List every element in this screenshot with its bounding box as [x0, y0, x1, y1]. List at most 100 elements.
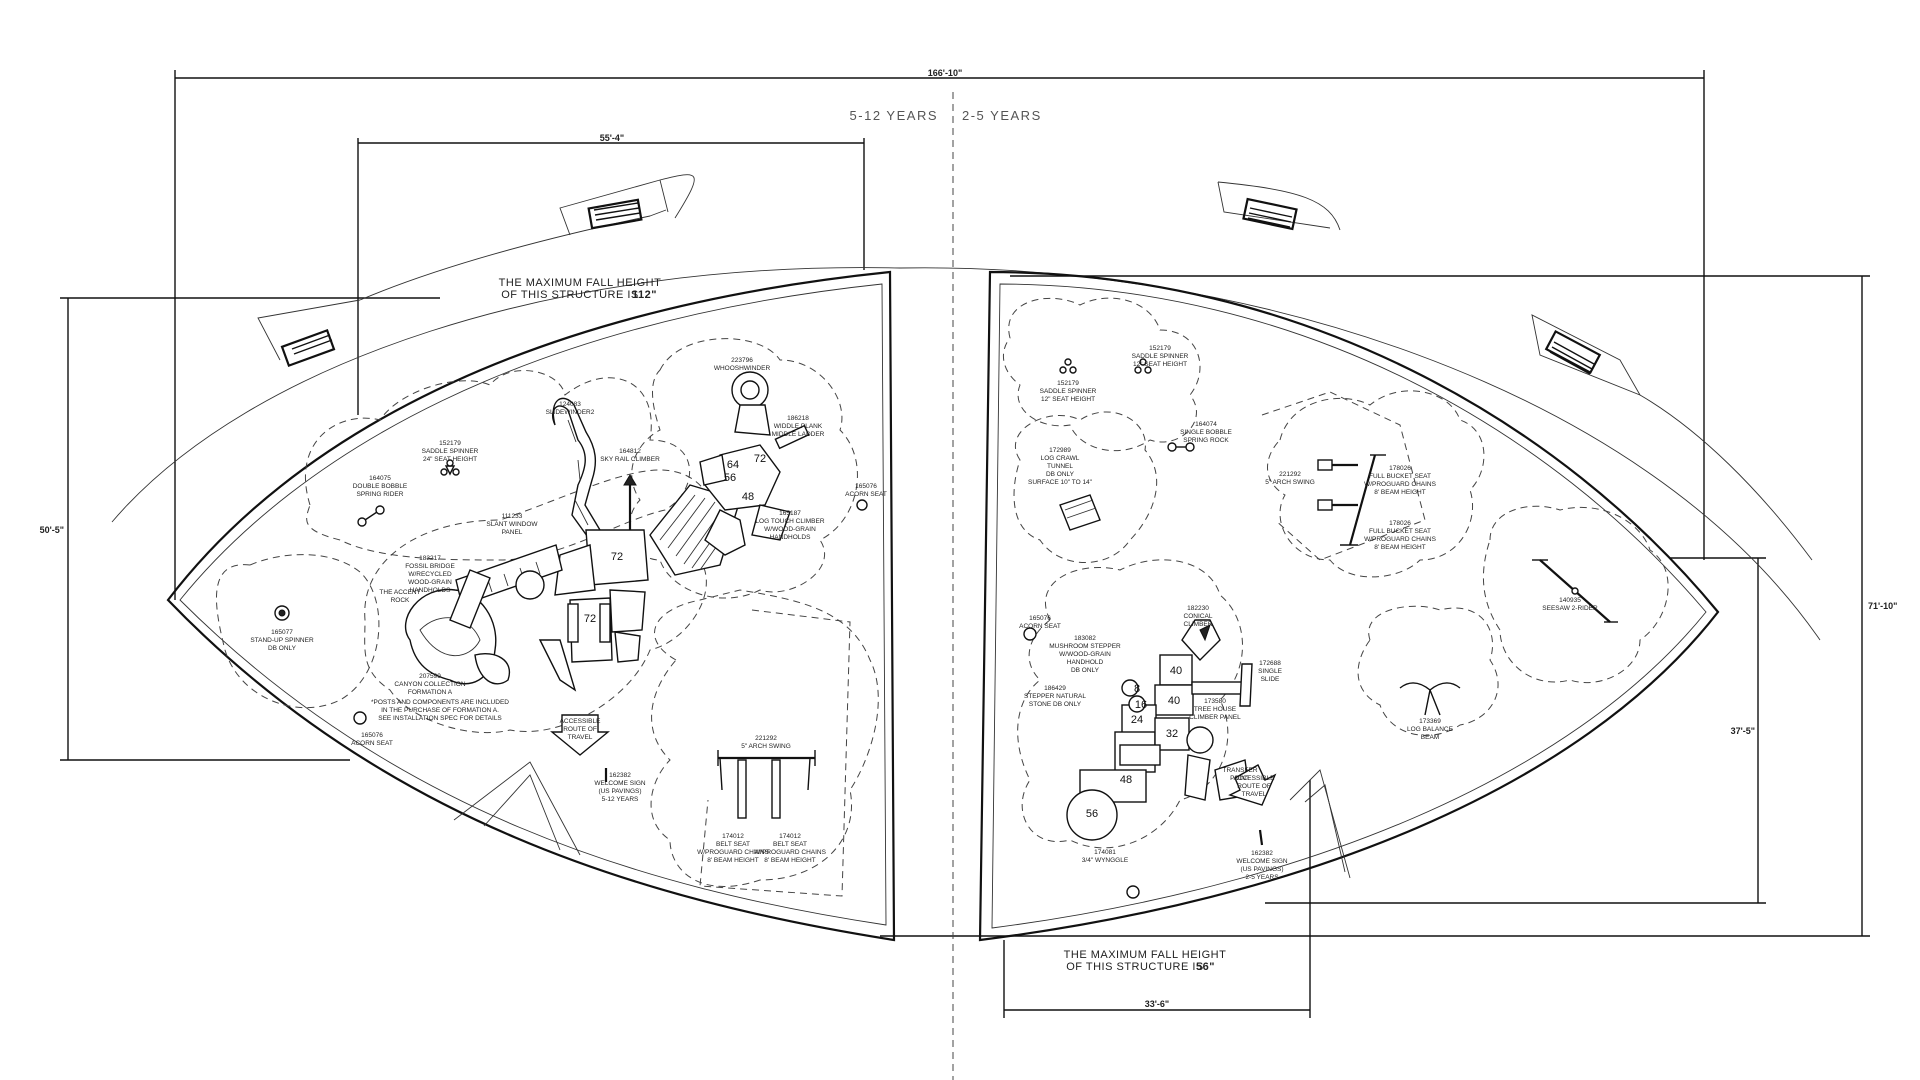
label-saddle-r-name: SADDLE SPINNER [1040, 388, 1097, 395]
saddle-spinner-right-icon [1059, 358, 1152, 374]
arch-swing-right-icon [1317, 454, 1386, 546]
label-full-bucket2-id: 178026 [1389, 520, 1411, 527]
zone-label-right: 2-5 YEARS [962, 108, 1042, 123]
label-middle-ladder-id: 186218 [787, 415, 809, 422]
walkway [111, 174, 1821, 641]
overall-width-label: 166'-10" [928, 68, 962, 78]
label-log-crawl-note3: SURFACE 10" TO 14" [1028, 479, 1093, 486]
label-arch-swing-left-id: 221292 [755, 735, 777, 742]
label-acorn-seat-id: 165076 [361, 732, 383, 739]
right-use-zones [1002, 297, 1669, 849]
label-full-bucket2-note: W/PROGUARD CHAINS [1364, 536, 1437, 543]
label-welcome-right-name: WELCOME SIGN [1236, 858, 1288, 865]
label-stepper-note: STONE DB ONLY [1029, 701, 1082, 708]
label-log-balance-note: BEAM [1421, 734, 1439, 741]
label-double-bobble-id: 164075 [369, 475, 391, 482]
label-single-slide-name: SINGLE [1258, 668, 1283, 675]
log-crawl-tunnel-icon [1059, 494, 1101, 531]
deck-height-32: 32 [1166, 728, 1178, 740]
label-fossil-bridge-id: 183217 [419, 555, 441, 562]
label-saddle-r2-name: SADDLE SPINNER [1132, 353, 1189, 360]
right-inner-height-dimension: 37'-5" [1265, 557, 1766, 904]
bench-icons [280, 197, 1602, 375]
zone-label-left: 5-12 YEARS [850, 108, 938, 123]
deck-height-24: 24 [1131, 714, 1143, 726]
label-saddle-r-id: 152179 [1057, 380, 1079, 387]
label-transfer-2: POINT [1230, 775, 1250, 782]
label-seesaw-name: SEESAW 2-RIDER [1542, 605, 1598, 612]
label-fossil-bridge-note3: HANDHOLDS [410, 587, 451, 594]
label-saddle-spinner-note: 24" SEAT HEIGHT [423, 456, 477, 463]
label-welcome-right-note: (US PAVINGS) [1240, 866, 1283, 873]
left-fall-line2: OF THIS STRUCTURE IS [501, 289, 639, 301]
deck-height-48: 48 [742, 491, 754, 503]
label-slidewinder-name: SLIDEWINDER2 [546, 409, 595, 416]
left-fall-line1: THE MAXIMUM FALL HEIGHT [499, 277, 662, 289]
label-accent-rock-1: THE ACCENT [379, 589, 420, 596]
label-belt-seat-id: 174012 [722, 833, 744, 840]
label-fossil-bridge-note2: WOOD-GRAIN [408, 579, 452, 586]
label-conical-note: CLIMBER [1184, 621, 1213, 628]
label-conical-id: 182230 [1187, 605, 1209, 612]
label-single-bobble-id: 164074 [1195, 421, 1217, 428]
label-canyon-note-2: IN THE PURCHASE OF FORMATION A. [381, 707, 499, 714]
label-welcome-left-note: (US PAVINGS) [598, 788, 641, 795]
label-single-bobble-note: SPRING ROCK [1183, 437, 1229, 444]
single-bobble-icon [1167, 442, 1195, 452]
label-middle-ladder-name: WIDDLE PLANK [774, 423, 823, 430]
label-slant-window-note: PANEL [502, 529, 523, 536]
label-middle-ladder-note: MIDDLE LADDER [772, 431, 825, 438]
right-play-area [978, 270, 1720, 942]
label-log-crawl-id: 172989 [1049, 447, 1071, 454]
left-structure-width-dimension: 55'-4" [357, 133, 865, 415]
right-fall-value: 56" [1196, 961, 1215, 973]
label-fossil-bridge-note1: W/RECYCLED [408, 571, 452, 578]
label-log-touch-note1: W/WOOD-GRAIN [764, 526, 816, 533]
label-belt-seat2-name: BELT SEAT [773, 841, 807, 848]
overall-width-dimension: 166'-10" [174, 68, 1705, 600]
whooshwinder-icon [731, 371, 771, 436]
label-single-slide-id: 172688 [1259, 660, 1281, 667]
label-canyon-note-3: SEE INSTALLATION SPEC FOR DETAILS [378, 715, 502, 722]
label-saddle-r-note: 12" SEAT HEIGHT [1041, 396, 1095, 403]
right-height-dimension: 71'-10" [880, 275, 1897, 937]
acorn-seat-icon [353, 499, 868, 725]
label-stepper-id: 186429 [1044, 685, 1066, 692]
label-log-crawl-note: TUNNEL [1047, 463, 1073, 470]
label-stand-up-spinner-id: 165077 [271, 629, 293, 636]
label-tree-house-name: TREE HOUSE [1194, 706, 1237, 713]
label-canyon-name: CANYON COLLECTION [394, 681, 465, 688]
label-belt-seat-name: BELT SEAT [716, 841, 750, 848]
accessible-route-arrow-left [550, 714, 610, 756]
label-full-bucket2-name: FULL BUCKET SEAT [1369, 528, 1431, 535]
label-saddle-r2-note: 12" SEAT HEIGHT [1133, 361, 1187, 368]
right-bottom-width-dimension: 33'-6" [1003, 780, 1311, 1018]
label-conical-name: CONICAL [1184, 613, 1213, 620]
label-acorn-seat-name: ACORN SEAT [351, 740, 393, 747]
deck-height-16: 16 [1135, 699, 1147, 711]
right-inner-height-label: 37'-5" [1731, 726, 1755, 736]
label-belt-seat-note2: 8' BEAM HEIGHT [707, 857, 758, 864]
right-fall-height-note: THE MAXIMUM FALL HEIGHT OF THIS STRUCTUR… [1064, 949, 1226, 973]
deck-height-64: 64 [727, 459, 739, 471]
label-saddle-spinner-name: SADDLE SPINNER [422, 448, 479, 455]
label-welcome-right-id: 162382 [1251, 850, 1273, 857]
